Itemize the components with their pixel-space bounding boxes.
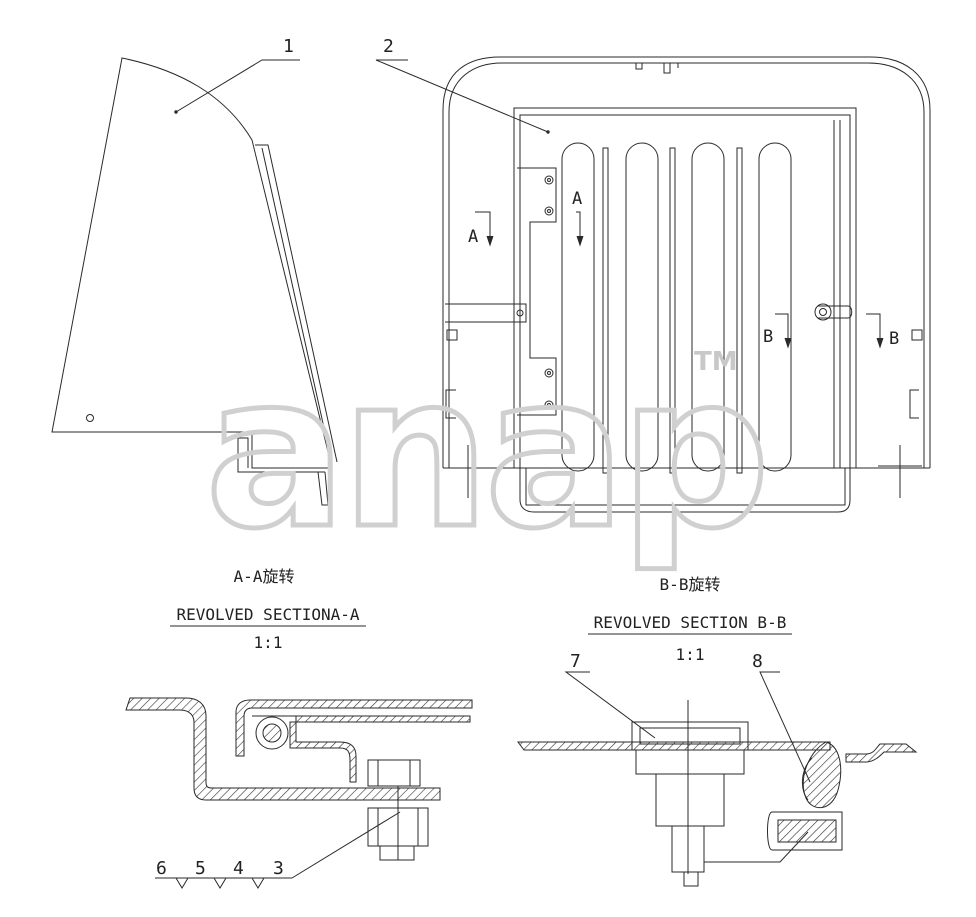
watermark-tm: TM	[694, 347, 738, 377]
section-bb-title-en: REVOLVED SECTION B-B	[594, 613, 787, 632]
callout-6: 6	[156, 858, 167, 879]
marker-b-right: B	[889, 329, 899, 349]
callout-numbers: 1 2 3 4 5 6 7 8	[156, 36, 763, 879]
marker-a-right: A	[572, 189, 582, 209]
section-aa-detail	[125, 697, 473, 861]
callout-1: 1	[283, 36, 294, 57]
callout-2: 2	[383, 36, 394, 57]
section-titles: A-A旋转 REVOLVED SECTIONA-A 1:1 B-B旋转 REVO…	[176, 567, 786, 664]
section-aa-title-en: REVOLVED SECTIONA-A	[176, 605, 359, 624]
callout-5: 5	[195, 858, 206, 879]
section-aa-scale: 1:1	[254, 633, 283, 652]
section-bb-scale: 1:1	[676, 645, 705, 664]
watermark: anap TM	[203, 328, 773, 578]
callout-8: 8	[752, 651, 763, 672]
watermark-text: anap	[205, 330, 764, 575]
side-view	[51, 57, 338, 506]
section-markers: A A B B	[468, 189, 899, 349]
title-underlines	[170, 625, 792, 635]
callout-7: 7	[570, 651, 581, 672]
callout-4: 4	[233, 858, 244, 879]
section-bb-title-cn: B-B旋转	[660, 575, 721, 594]
marker-b-left: B	[763, 327, 773, 347]
section-bb-detail	[517, 700, 918, 887]
section-aa-title-cn: A-A旋转	[234, 567, 295, 586]
front-view	[442, 56, 931, 513]
callout-3: 3	[273, 858, 284, 879]
marker-a-left: A	[468, 227, 478, 247]
